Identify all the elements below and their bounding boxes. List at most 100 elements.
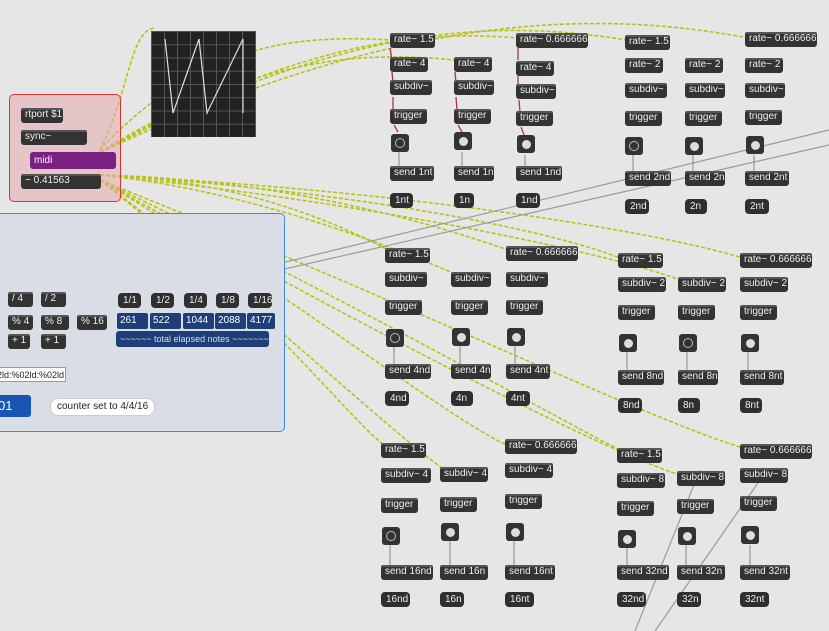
label-1nd[interactable]: 1nd [516,193,540,208]
rate2-object-2nd[interactable]: rate~ 2 [625,58,663,73]
toggle-2nt[interactable] [746,136,764,154]
rate-object-8nd[interactable]: rate~ 1.5 [618,253,663,268]
note-count-1-4[interactable]: 1044 [183,313,214,329]
label-4n[interactable]: 4n [451,391,473,406]
note-label-1-1[interactable]: 1/1 [118,293,141,308]
subdiv-object-2n[interactable]: subdiv~ [685,83,725,98]
rate-object-4nd[interactable]: rate~ 1.5 [385,248,430,263]
send-object-2nt[interactable]: send 2nt [745,171,789,186]
divide-4-object[interactable]: / 4 [8,292,33,307]
label-16n[interactable]: 16n [440,592,464,607]
send-object-32nt[interactable]: send 32nt [740,565,790,580]
modulo-4-object[interactable]: % 4 [8,315,33,330]
toggle-16n[interactable] [441,523,459,541]
rate2-object-2nt[interactable]: rate~ 2 [745,58,783,73]
send-object-8nd[interactable]: send 8nd [618,370,664,385]
plus-1-object-b[interactable]: + 1 [41,334,66,349]
rate-object-32nt[interactable]: rate~ 0.666666 [740,444,812,459]
send-object-4n[interactable]: send 4n [451,364,491,379]
rate-object-1nt[interactable]: rate~ 1.5 [390,33,435,48]
trigger-object-16n[interactable]: trigger [440,497,477,512]
label-16nd[interactable]: 16nd [381,592,410,607]
toggle-4nd[interactable] [386,329,404,347]
trigger-object-16nd[interactable]: trigger [381,498,418,513]
note-count-1-1[interactable]: 261 [117,313,148,329]
rate-object-1nd[interactable]: rate~ 0.666666 [516,33,588,48]
rate2-object-1n[interactable]: rate~ 4 [454,57,492,72]
rate-object-8nt[interactable]: rate~ 0.666666 [740,253,812,268]
send-object-16nt[interactable]: send 16nt [505,565,555,580]
subdiv-object-2nd[interactable]: subdiv~ [625,83,667,98]
send-object-32n[interactable]: send 32n [677,565,725,580]
subdiv-object-4nd[interactable]: subdiv~ [385,272,427,287]
label-4nd[interactable]: 4nd [385,391,409,406]
subdiv-object-16nt[interactable]: subdiv~ 4 [505,463,553,478]
toggle-8nt[interactable] [741,334,759,352]
send-object-1nt[interactable]: send 1nt [390,166,434,181]
send-object-2nd[interactable]: send 2nd [625,171,671,186]
rate2-object-1nd[interactable]: rate~ 4 [516,61,554,76]
rate-object-2nd[interactable]: rate~ 1.5 [625,35,670,50]
rate-object-16nt[interactable]: rate~ 0.666666 [505,439,577,454]
toggle-2n[interactable] [685,137,703,155]
rate-object-32nd[interactable]: rate~ 1.5 [617,448,662,463]
toggle-1nt[interactable] [391,134,409,152]
oscilloscope[interactable] [151,31,256,137]
toggle-16nt[interactable] [506,523,524,541]
label-32nt[interactable]: 32nt [740,592,769,607]
note-label-1-4[interactable]: 1/4 [184,293,207,308]
subdiv-object-32nt[interactable]: subdiv~ 8 [740,468,788,483]
subdiv-object-1n[interactable]: subdiv~ [454,80,494,95]
trigger-object-2nt[interactable]: trigger [745,110,782,125]
modulo-8-object[interactable]: % 8 [41,315,69,330]
rate-object-4nt[interactable]: rate~ 0.666666 [506,246,578,261]
toggle-1n[interactable] [454,132,472,150]
label-8n[interactable]: 8n [678,398,700,413]
label-1n[interactable]: 1n [454,193,474,208]
send-object-2n[interactable]: send 2n [685,171,725,186]
rate2-object-2n[interactable]: rate~ 2 [685,58,723,73]
trigger-object-4n[interactable]: trigger [451,300,488,315]
send-object-4nt[interactable]: send 4nt [506,364,550,379]
note-count-1-8[interactable]: 2088 [215,313,246,329]
divide-2-object[interactable]: / 2 [41,292,66,307]
toggle-32n[interactable] [678,527,696,545]
label-8nt[interactable]: 8nt [740,398,762,413]
toggle-32nt[interactable] [741,526,759,544]
plus-1-object-a[interactable]: + 1 [8,334,30,349]
label-32nd[interactable]: 32nd [617,592,646,607]
trigger-object-4nt[interactable]: trigger [506,300,543,315]
send-object-1nd[interactable]: send 1nd [516,166,562,181]
toggle-8n[interactable] [679,334,697,352]
subdiv-object-4n[interactable]: subdiv~ [451,272,491,287]
subdiv-object-8n[interactable]: subdiv~ 2 [678,277,726,292]
trigger-object-1n[interactable]: trigger [454,109,491,124]
subdiv-object-8nd[interactable]: subdiv~ 2 [618,277,666,292]
toggle-1nd[interactable] [517,135,535,153]
toggle-16nd[interactable] [382,527,400,545]
trigger-object-8nt[interactable]: trigger [740,305,777,320]
sync-object[interactable]: sync~ [21,130,87,145]
send-object-1n[interactable]: send 1n [454,166,494,181]
label-16nt[interactable]: 16nt [505,592,534,607]
trigger-object-1nt[interactable]: trigger [390,109,427,124]
trigger-object-32nd[interactable]: trigger [617,501,654,516]
subdiv-object-16n[interactable]: subdiv~ 4 [440,467,488,482]
trigger-object-32nt[interactable]: trigger [740,496,777,511]
modulo-16-object[interactable]: % 16 [77,315,107,330]
label-2n[interactable]: 2n [685,199,707,214]
label-32n[interactable]: 32n [677,592,701,607]
trigger-object-32n[interactable]: trigger [677,499,714,514]
trigger-object-4nd[interactable]: trigger [385,300,422,315]
subdiv-object-16nd[interactable]: subdiv~ 4 [381,468,431,483]
subdiv-object-1nd[interactable]: subdiv~ [516,84,556,99]
trigger-object-8nd[interactable]: trigger [618,305,655,320]
trigger-object-2nd[interactable]: trigger [625,111,662,126]
note-count-1-2[interactable]: 522 [150,313,181,329]
toggle-8nd[interactable] [619,334,637,352]
label-4nt[interactable]: 4nt [506,391,530,406]
label-2nd[interactable]: 2nd [625,199,649,214]
signal-number[interactable]: ~ 0.41563 [21,174,101,189]
rate2-object-1nt[interactable]: rate~ 4 [390,57,428,72]
send-object-16n[interactable]: send 16n [440,565,488,580]
